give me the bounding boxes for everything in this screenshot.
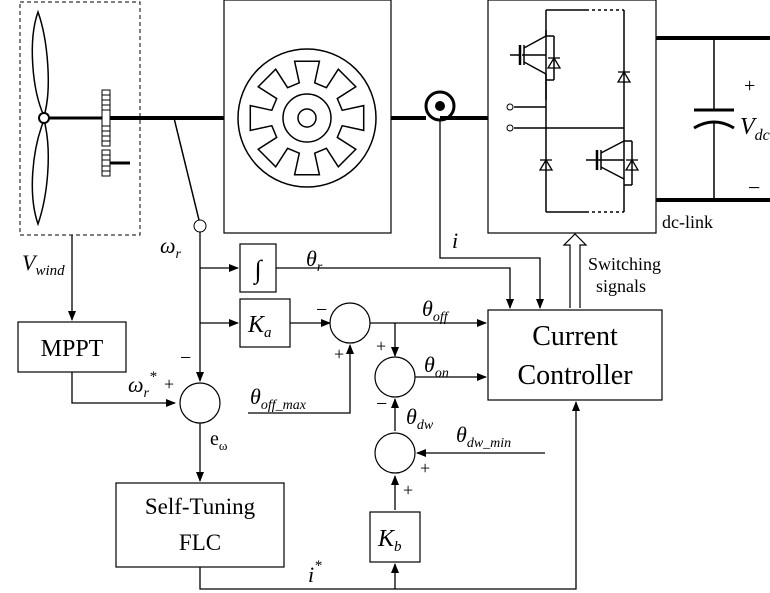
turbine-dashed-box <box>19 1 141 236</box>
dc-link-label: dc-link <box>662 212 713 232</box>
kb-label: Kb <box>377 526 402 555</box>
i-meas-label: i <box>452 228 458 253</box>
ka-block: Ka <box>239 298 291 348</box>
sum2-minus: − <box>316 299 327 321</box>
sum-omega-minus: − <box>180 347 191 369</box>
integrator-label: ∫ <box>252 255 263 285</box>
rotor-stator-poles <box>249 60 365 176</box>
current-controller-block: Current Controller <box>487 309 663 401</box>
rotor-shaft <box>297 108 317 128</box>
turbine-blade-top <box>31 9 50 119</box>
vdc-plus: + <box>744 75 755 97</box>
turbine-blade-bottom <box>31 117 50 227</box>
sum4-plus-right: + <box>420 458 430 478</box>
switching-label-1: Switching <box>588 254 661 274</box>
flc-label-line2: FLC <box>179 530 221 555</box>
theta-dw-min-label: θdw_min <box>456 422 511 451</box>
switching-label-2: signals <box>596 276 646 296</box>
dc-link <box>656 36 770 202</box>
stator-outer <box>237 48 377 188</box>
wind-turbine <box>19 1 141 236</box>
sum4-plus-bottom: + <box>403 480 413 500</box>
omega-ref-label: ωr* <box>128 369 157 401</box>
switching-signals-arrow <box>562 233 588 308</box>
current-controller-label-line2: Controller <box>517 360 633 391</box>
integrator-block: ∫ <box>239 243 277 293</box>
srm-machine <box>223 0 392 234</box>
vdc-minus: − <box>748 175 760 200</box>
flc-label-line1: Self-Tuning <box>145 494 256 519</box>
sum-omega-plus: + <box>164 374 174 394</box>
self-tuning-flc-block: Self-Tuning FLC <box>115 482 285 568</box>
theta-off-max-label: θoff_max <box>250 384 307 413</box>
speed-sensor-line <box>173 117 200 221</box>
current-sensor-inner <box>435 101 445 111</box>
rotor-core <box>282 93 332 143</box>
mppt-block: MPPT <box>17 321 127 373</box>
v-wind-label: Vwind <box>22 250 65 279</box>
summing-junction-theta-dw <box>374 432 416 474</box>
turbine-hub <box>38 112 50 124</box>
gearbox-large-gear-teeth <box>102 94 110 142</box>
stator-pole-outline <box>249 60 365 176</box>
ka-label: Ka <box>247 312 272 341</box>
theta-off-label: θoff <box>422 296 450 325</box>
sum3-minus: − <box>376 393 387 415</box>
theta-on-label: θon <box>424 352 449 381</box>
gearbox-small-gear-teeth <box>102 154 110 172</box>
gearbox-small-gear <box>101 149 111 177</box>
speed-sensor <box>193 219 207 233</box>
mppt-label: MPPT <box>41 336 104 362</box>
summing-junction-speed <box>179 382 221 424</box>
sum2-plus: + <box>334 344 344 364</box>
kb-block: Kb <box>369 511 421 563</box>
omega-r-label: ωr <box>160 233 182 262</box>
i-ref-label: i* <box>308 558 322 587</box>
summing-junction-theta-on <box>374 356 416 398</box>
sum3-plus: + <box>376 336 386 356</box>
gearbox-large-gear <box>101 89 111 147</box>
converter-box <box>487 0 657 234</box>
theta-dw-label: θdw <box>406 404 434 433</box>
theta-r-label: θr <box>306 246 323 275</box>
power-converter <box>487 0 657 234</box>
e-omega-label: eω <box>210 428 228 453</box>
summing-junction-theta-off <box>329 302 371 344</box>
current-controller-label-line1: Current <box>532 321 618 352</box>
vdc-label: Vdc <box>740 114 770 144</box>
